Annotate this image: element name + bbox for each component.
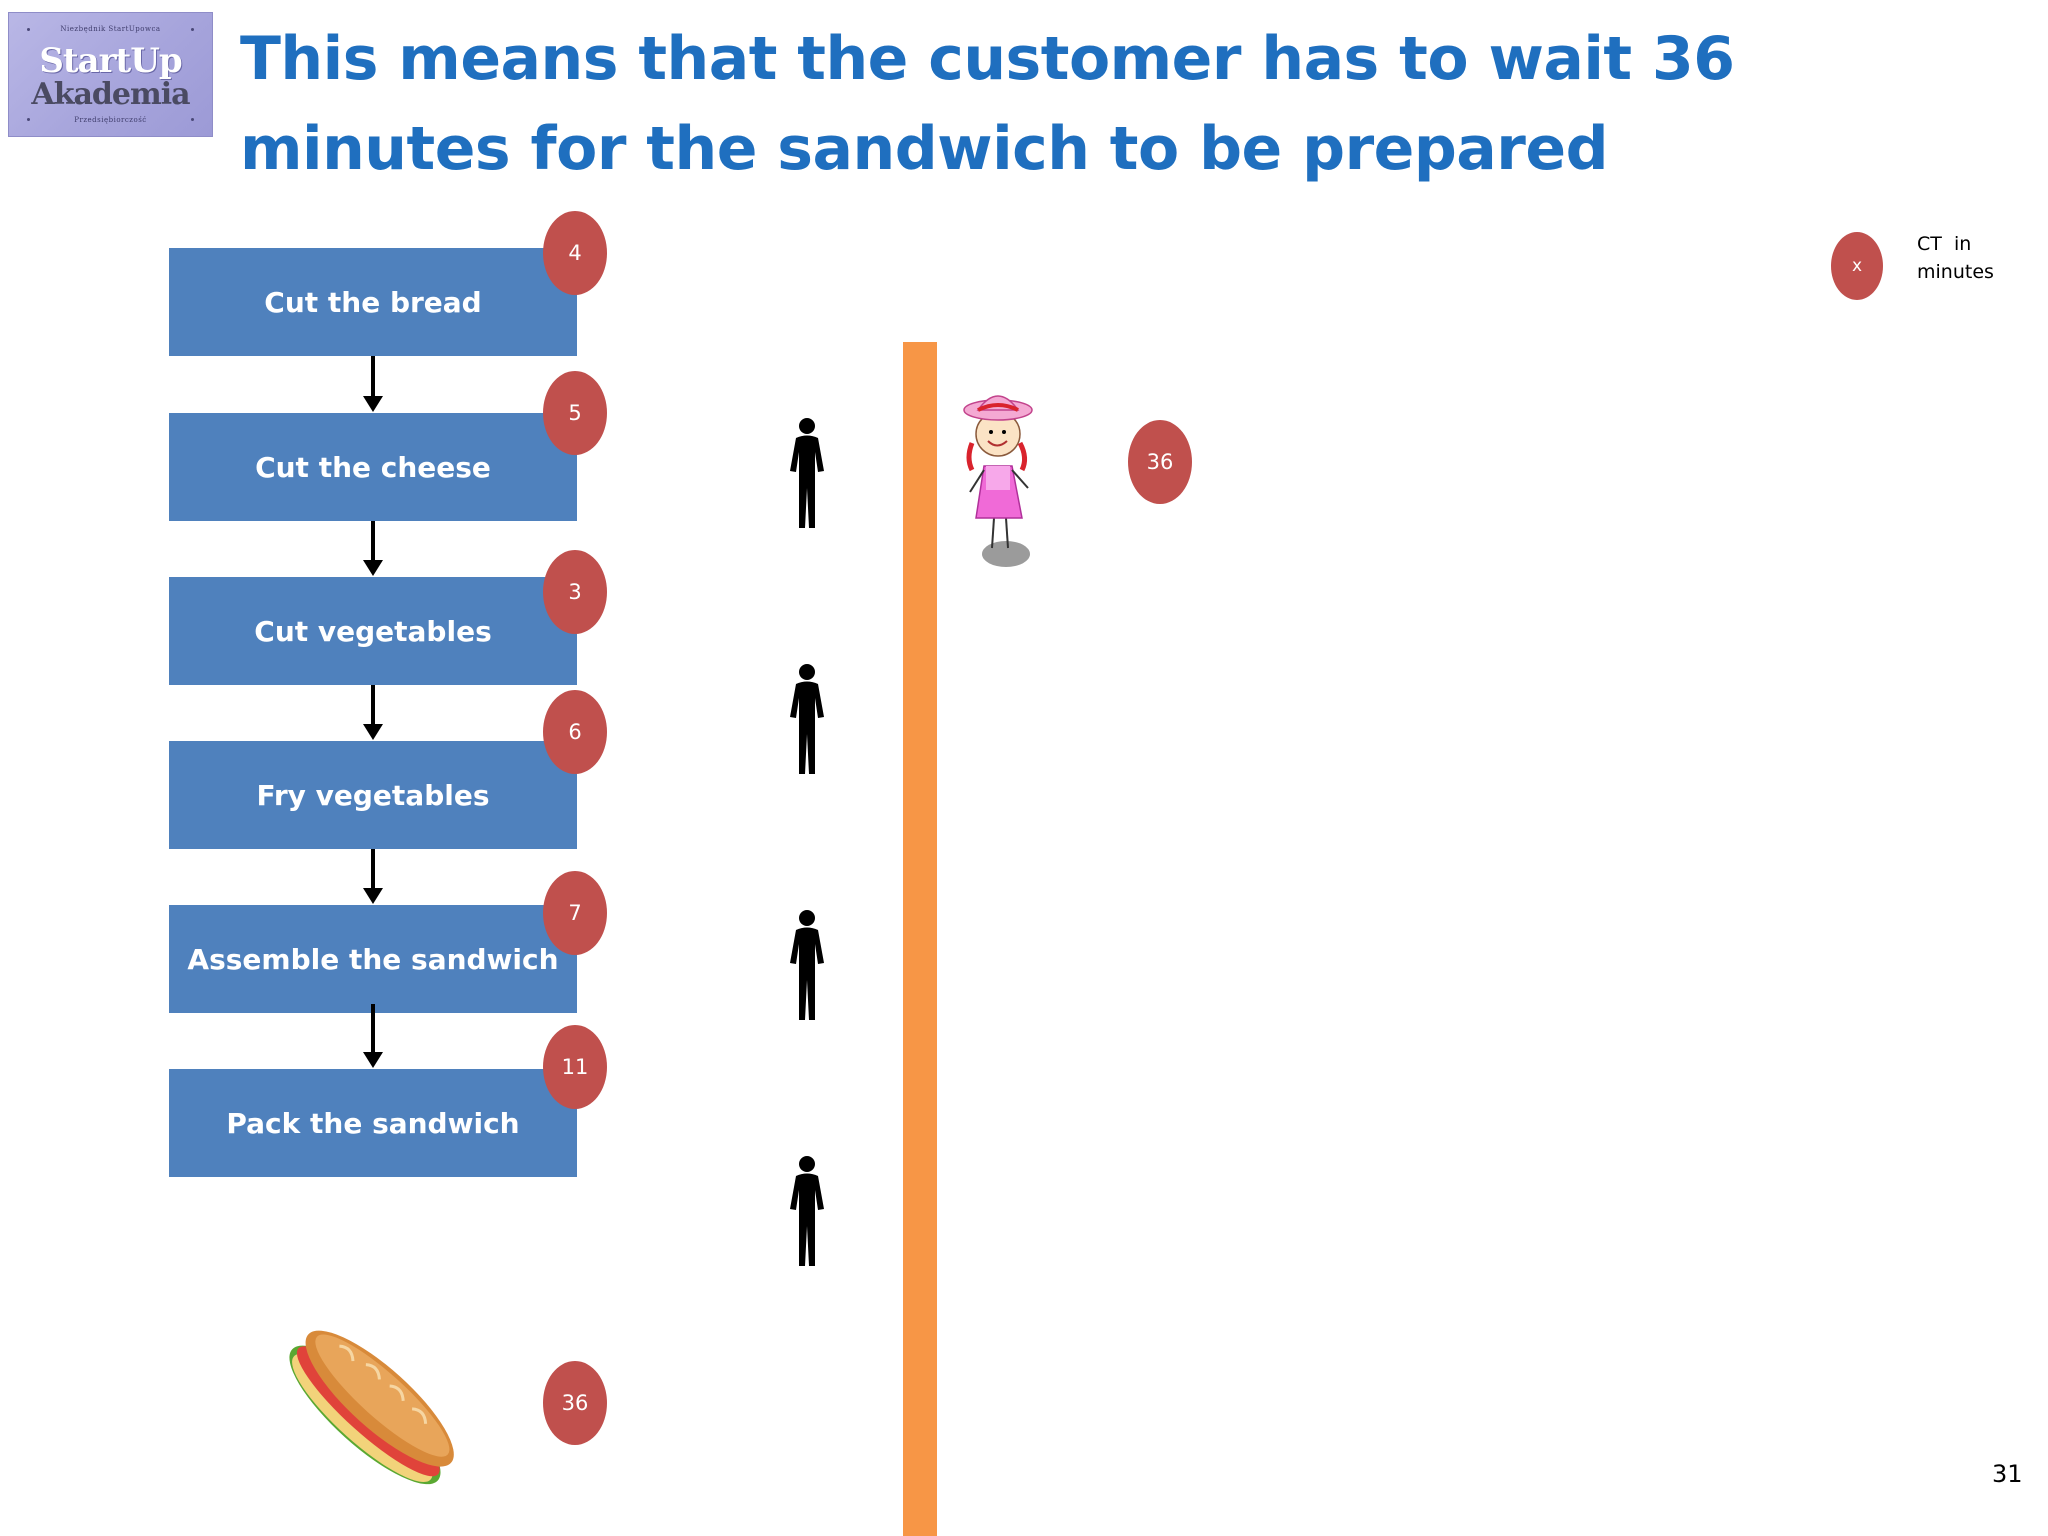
step-cut-cheese: Cut the cheese [169,413,577,521]
flow-arrow [363,1004,383,1068]
logo-corner-dot [191,118,194,121]
logo-line-1: StartUp [39,41,182,81]
ct-badge-pack-sandwich: 11 [543,1025,607,1109]
step-cut-bread: Cut the bread [169,248,577,356]
legend-label-line1: CT in [1917,233,1972,255]
ct-badge-cut-vegetables: 3 [543,550,607,634]
ct-badge-fry-vegetables: 6 [543,690,607,774]
logo-corner-dot [27,118,30,121]
logo-corner-dot [27,28,30,31]
logo-top-text: Niezbędnik StartUpowca [60,25,161,33]
legend-label-line2: minutes [1917,261,1994,283]
legend-badge: x [1831,232,1883,300]
ct-badge-total: 36 [543,1361,607,1445]
customer-wait-badge: 36 [1128,420,1192,504]
sandwich-icon [289,1330,454,1485]
logo-line-2: Akademia [31,77,190,112]
step-pack-sandwich: Pack the sandwich [169,1069,577,1177]
flow-arrow [363,849,383,904]
customer-girl-icon [963,395,1033,567]
step-fry-vegetables: Fry vegetables [169,741,577,849]
step-cut-vegetables: Cut vegetables [169,577,577,685]
startup-akademia-logo: Niezbędnik StartUpowca StartUp Akademia … [8,12,213,137]
ct-badge-cut-bread: 4 [543,211,607,295]
page-number: 31 [1992,1460,2023,1488]
flow-arrow [363,685,383,740]
flow-arrow [363,521,383,576]
worker-silhouette-icon [790,418,824,528]
step-assemble-sandwich: Assemble the sandwich [169,905,577,1013]
ct-badge-assemble-sandwich: 7 [543,871,607,955]
worker-silhouette-icon [790,910,824,1020]
logo-bottom-text: Przedsiębiorczość [74,116,147,124]
worker-silhouette-icon [790,1156,824,1266]
slide-title: This means that the customer has to wait… [240,24,1735,184]
ct-badge-cut-cheese: 5 [543,371,607,455]
worker-silhouette-icon [790,664,824,774]
service-counter-divider [903,342,937,1536]
legend-label: CT in minutes [1917,230,2037,286]
flow-arrow [363,356,383,412]
logo-corner-dot [191,28,194,31]
